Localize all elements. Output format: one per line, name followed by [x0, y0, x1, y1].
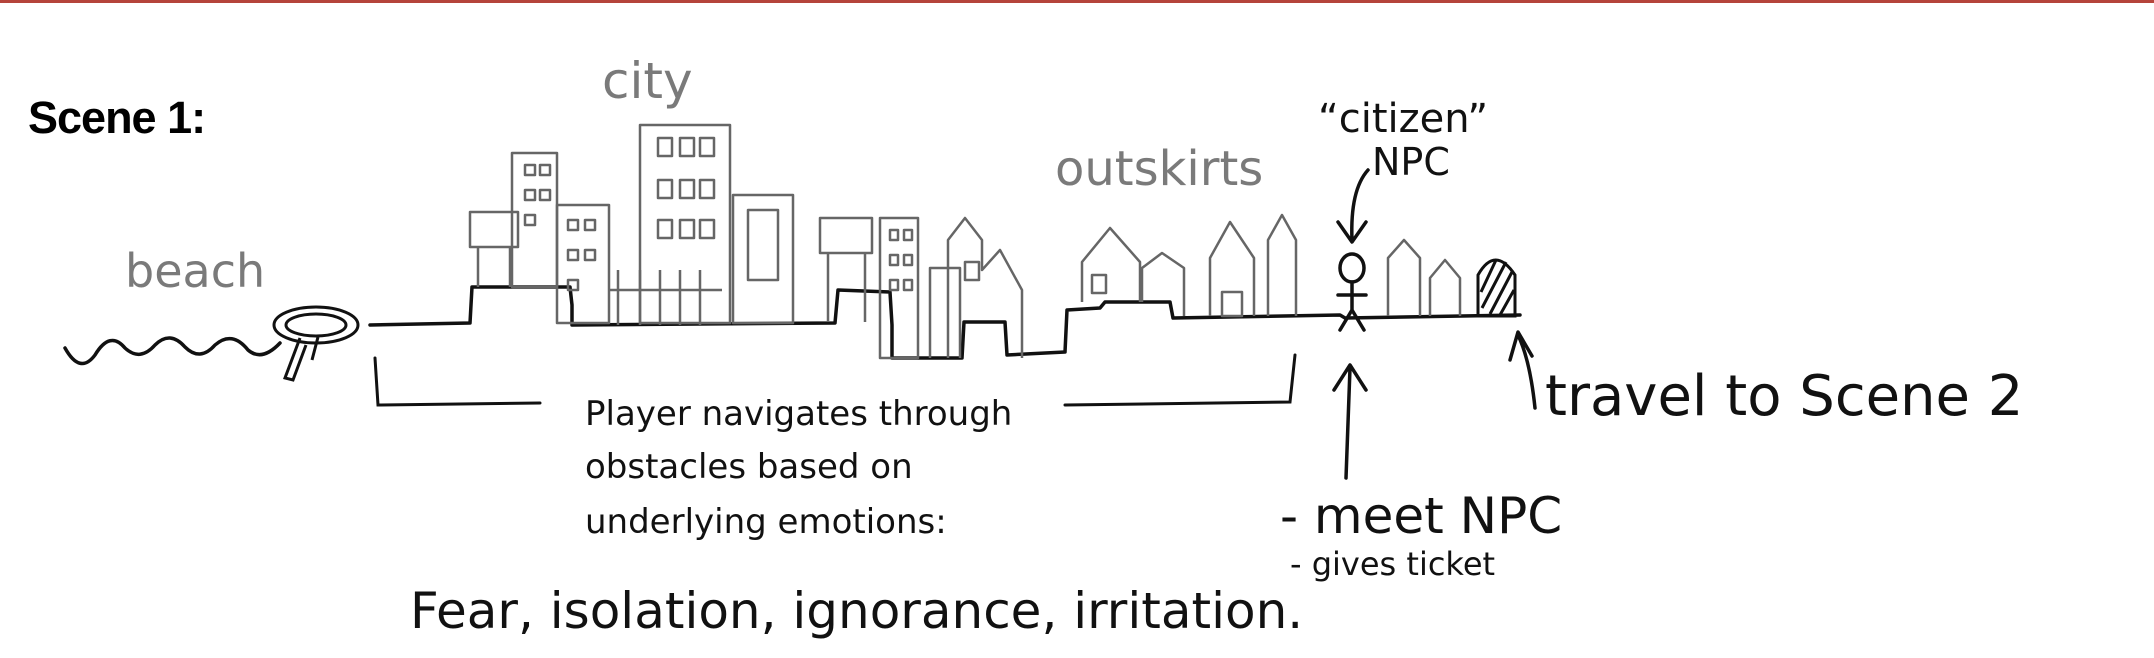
note-navigate-line3: underlying emotions:	[585, 502, 947, 542]
label-npc: NPC	[1372, 140, 1450, 184]
exit-door-icon	[1476, 258, 1517, 318]
obstacle-bracket	[373, 353, 1297, 407]
ground-line	[368, 285, 1522, 360]
label-city: city	[602, 52, 693, 110]
scene-title: Scene 1:	[28, 92, 206, 143]
note-navigate-line1: Player navigates through	[585, 394, 1012, 434]
beach-waves	[63, 336, 282, 366]
note-gives-ticket: - gives ticket	[1290, 545, 1495, 583]
label-beach: beach	[125, 244, 265, 298]
note-meet-npc: - meet NPC	[1280, 487, 1562, 545]
travel-up-arrow-icon	[1508, 330, 1537, 410]
outskirts-houses	[1080, 213, 1462, 318]
meet-npc-up-arrow-icon	[1332, 363, 1368, 480]
note-emotions: Fear, isolation, ignorance, irritation.	[410, 582, 1303, 640]
beach-trampoline-icon	[272, 305, 360, 382]
top-border	[0, 0, 2154, 3]
note-travel: travel to Scene 2	[1545, 364, 2023, 429]
npc-down-arrow-icon	[1336, 168, 1370, 244]
label-outskirts: outskirts	[1055, 141, 1263, 197]
city-buildings	[468, 123, 1024, 360]
npc-figure-icon	[1336, 252, 1368, 332]
note-navigate-line2: obstacles based on	[585, 447, 913, 487]
label-npc-quote: “citizen”	[1318, 96, 1488, 142]
